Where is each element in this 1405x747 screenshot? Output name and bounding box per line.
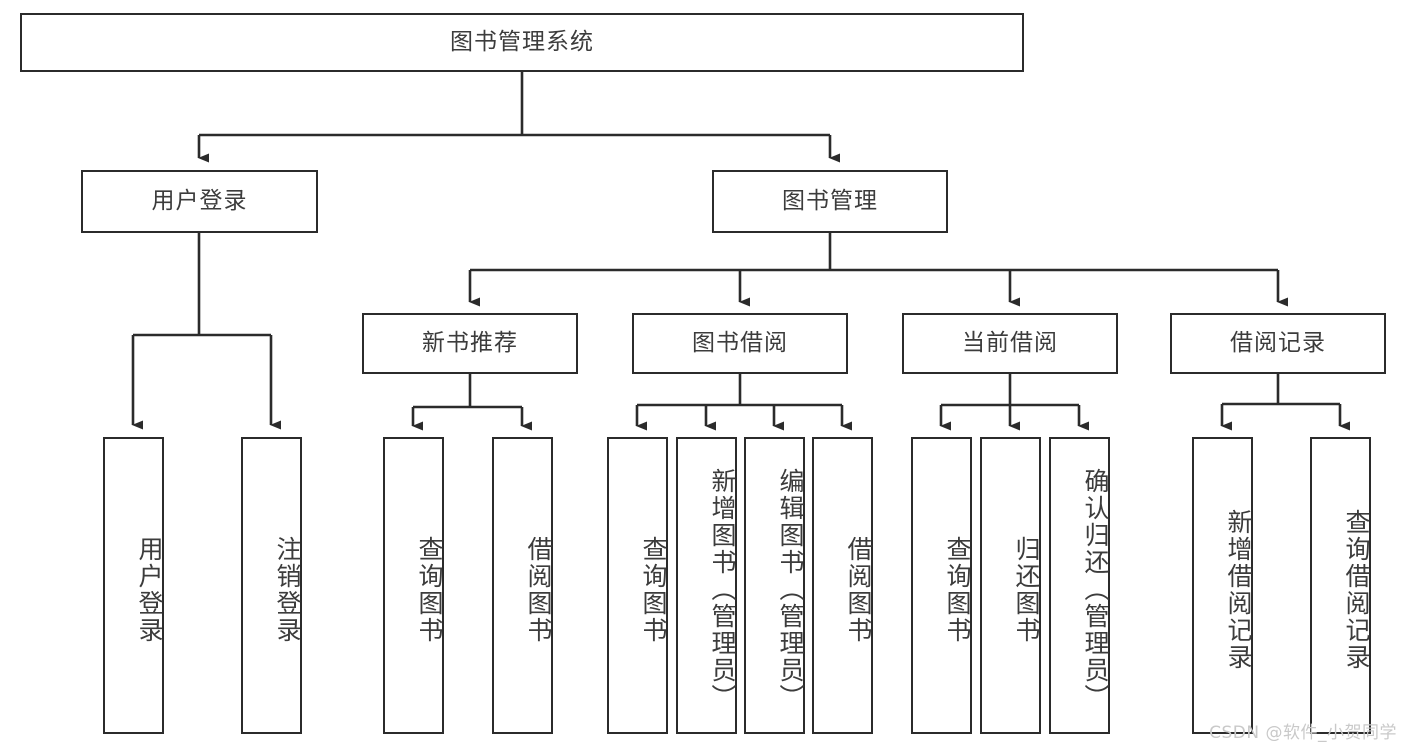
node-leaf-borrow-book-1-label: 借阅图书 <box>524 535 553 644</box>
node-leaf-query-book-3-label: 查询图书 <box>943 535 972 644</box>
node-new-book-recommend[interactable]: 新书推荐 <box>362 313 578 374</box>
node-book-borrow-label: 图书借阅 <box>692 329 788 356</box>
node-leaf-user-login-label: 用户登录 <box>135 535 164 644</box>
node-leaf-query-book-2[interactable]: 查询图书 <box>607 437 668 734</box>
csdn-watermark: CSDN @软件_小贺同学 <box>1209 723 1397 743</box>
node-leaf-query-book-2-label: 查询图书 <box>639 535 668 644</box>
node-root-label: 图书管理系统 <box>450 28 594 55</box>
node-leaf-edit-book-label: 编辑图书（管理员） <box>776 468 805 711</box>
node-leaf-edit-book[interactable]: 编辑图书（管理员） <box>744 437 805 734</box>
node-book-management[interactable]: 图书管理 <box>712 170 948 233</box>
node-leaf-add-book-label: 新增图书（管理员） <box>708 468 737 711</box>
node-leaf-add-record-label: 新增借阅记录 <box>1224 508 1253 671</box>
node-leaf-add-record[interactable]: 新增借阅记录 <box>1192 437 1253 734</box>
node-borrow-record[interactable]: 借阅记录 <box>1170 313 1386 374</box>
node-user-login-label: 用户登录 <box>151 187 248 214</box>
node-leaf-logout-login-label: 注销登录 <box>273 535 302 644</box>
node-root[interactable]: 图书管理系统 <box>20 13 1024 72</box>
node-leaf-borrow-book-2[interactable]: 借阅图书 <box>812 437 873 734</box>
node-leaf-confirm-return-label: 确认归还（管理员） <box>1081 468 1110 711</box>
node-leaf-query-book-1-label: 查询图书 <box>415 535 444 644</box>
node-user-login[interactable]: 用户登录 <box>81 170 318 233</box>
node-leaf-query-record-label: 查询借阅记录 <box>1342 508 1371 671</box>
node-leaf-return-book[interactable]: 归还图书 <box>980 437 1041 734</box>
node-borrow-record-label: 借阅记录 <box>1230 329 1326 356</box>
node-current-borrow-label: 当前借阅 <box>962 329 1058 356</box>
node-leaf-logout-login[interactable]: 注销登录 <box>241 437 302 734</box>
node-book-management-label: 图书管理 <box>782 187 878 214</box>
node-leaf-add-book[interactable]: 新增图书（管理员） <box>676 437 737 734</box>
node-leaf-return-book-label: 归还图书 <box>1012 535 1041 644</box>
node-book-borrow[interactable]: 图书借阅 <box>632 313 848 374</box>
node-leaf-query-book-3[interactable]: 查询图书 <box>911 437 972 734</box>
node-leaf-user-login[interactable]: 用户登录 <box>103 437 164 734</box>
node-new-book-recommend-label: 新书推荐 <box>422 329 518 356</box>
node-leaf-borrow-book-1[interactable]: 借阅图书 <box>492 437 553 734</box>
node-current-borrow[interactable]: 当前借阅 <box>902 313 1118 374</box>
node-leaf-query-record[interactable]: 查询借阅记录 <box>1310 437 1371 734</box>
node-leaf-query-book-1[interactable]: 查询图书 <box>383 437 444 734</box>
node-leaf-confirm-return[interactable]: 确认归还（管理员） <box>1049 437 1110 734</box>
node-leaf-borrow-book-2-label: 借阅图书 <box>844 535 873 644</box>
